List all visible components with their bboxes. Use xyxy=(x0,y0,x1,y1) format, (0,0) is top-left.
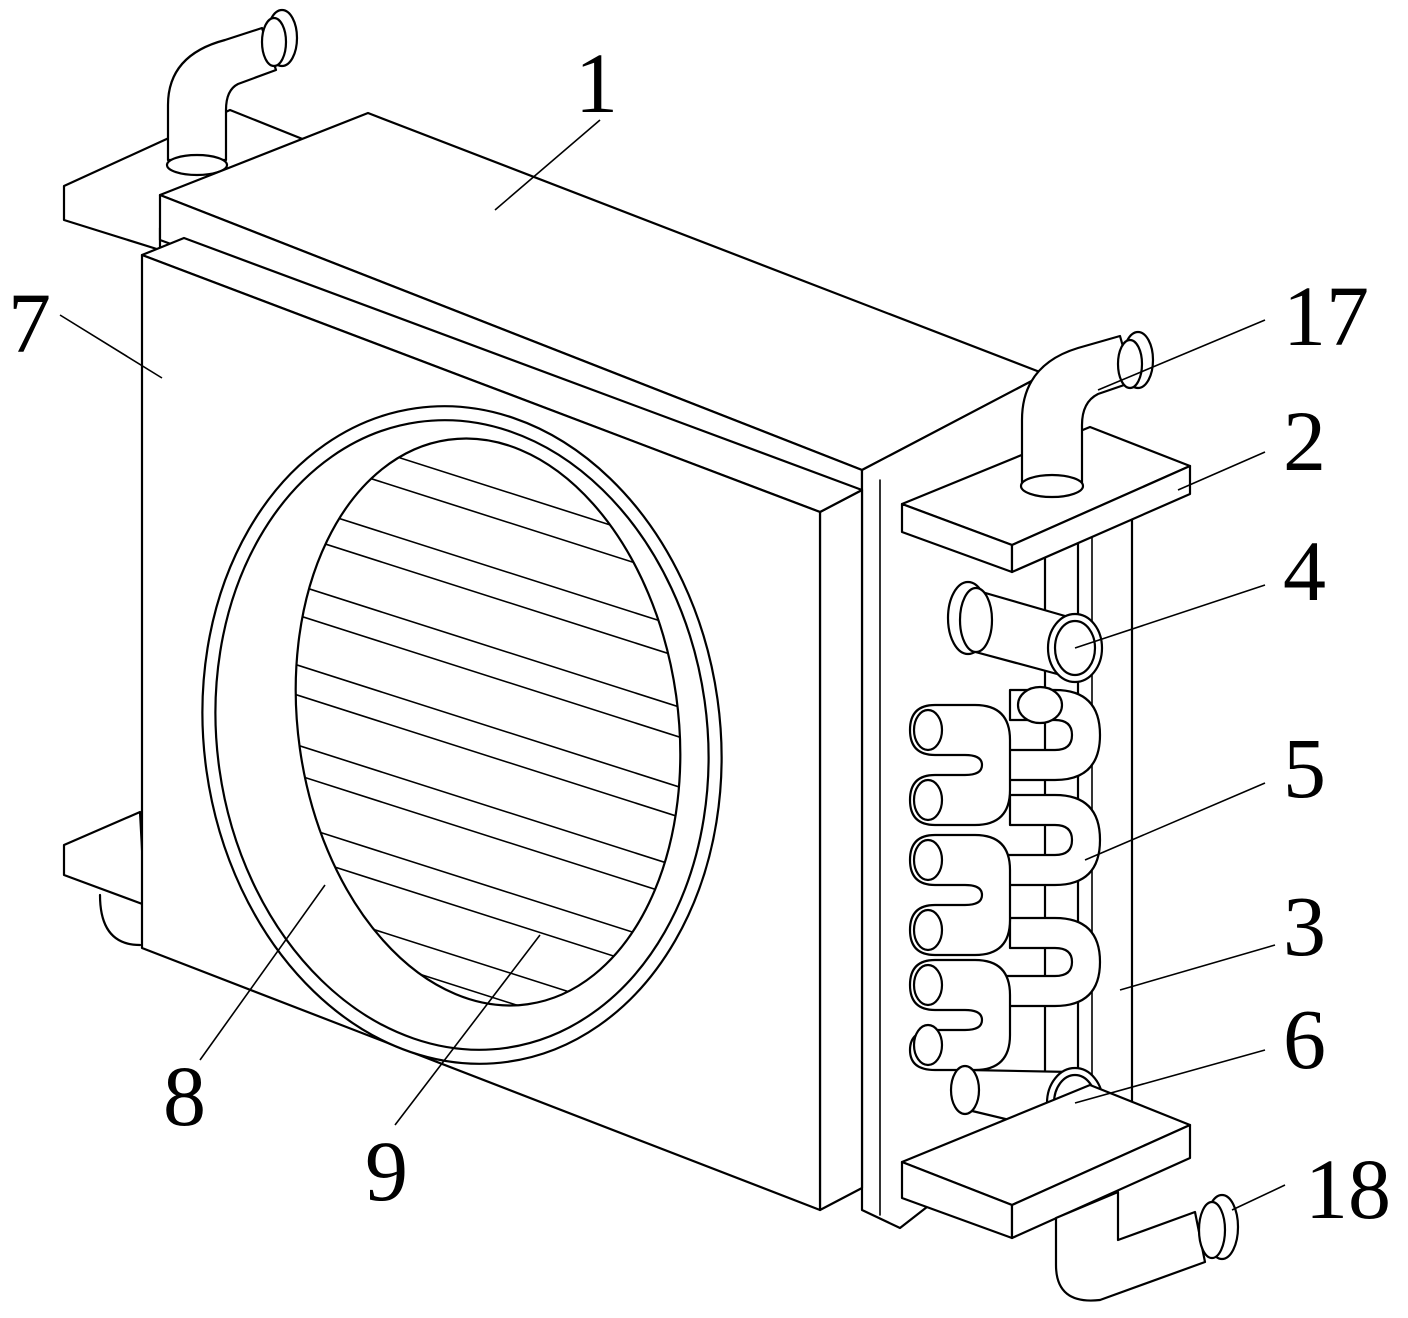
upper-stub-pipe xyxy=(946,580,1104,684)
label-1: 1 xyxy=(575,35,618,131)
top-right-pipe xyxy=(1019,330,1155,499)
back-flange-bottom xyxy=(62,810,147,947)
bottom-right-pipe xyxy=(1054,1190,1240,1302)
label-18: 18 xyxy=(1305,1141,1391,1237)
label-4: 4 xyxy=(1283,523,1326,619)
label-8: 8 xyxy=(163,1048,206,1144)
label-5: 5 xyxy=(1283,720,1326,816)
top-left-pipe xyxy=(165,8,299,177)
serpentine-coil xyxy=(908,685,1102,1072)
label-7: 7 xyxy=(8,275,51,371)
label-2: 2 xyxy=(1283,393,1326,489)
label-6: 6 xyxy=(1283,991,1326,1087)
label-9: 9 xyxy=(365,1123,408,1219)
bottom-right-plate xyxy=(900,1083,1192,1240)
leader-lines xyxy=(59,119,1286,1211)
label-17: 17 xyxy=(1283,268,1369,364)
label-3: 3 xyxy=(1283,878,1326,974)
